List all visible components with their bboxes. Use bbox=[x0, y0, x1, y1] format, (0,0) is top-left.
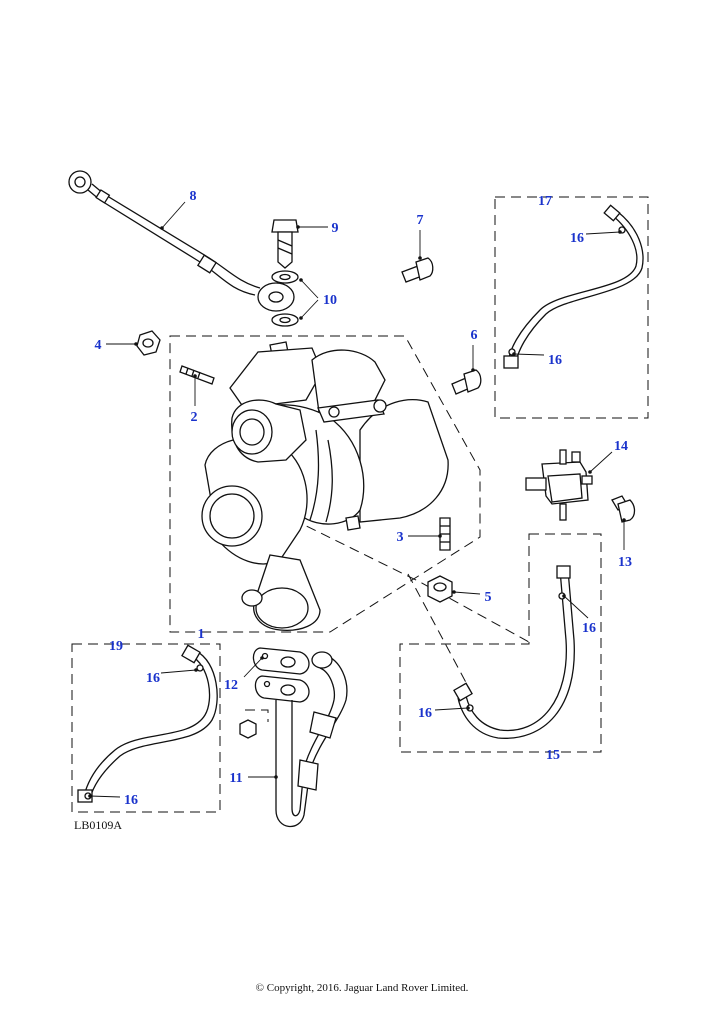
callout-19: 19 bbox=[109, 639, 123, 654]
callout-7: 7 bbox=[417, 213, 424, 228]
callout-5: 5 bbox=[485, 590, 492, 605]
diagram-reference-code: LB0109A bbox=[74, 818, 122, 832]
turbocharger-group-box bbox=[169, 335, 481, 633]
oil-drain-pipe bbox=[275, 651, 348, 828]
callout-14: 14 bbox=[614, 439, 628, 454]
callout-2: 2 bbox=[191, 410, 198, 425]
nut-5 bbox=[427, 575, 453, 603]
callout-16-hose19-bottom: 16 bbox=[124, 793, 138, 808]
banjo-bolt bbox=[271, 219, 299, 269]
callout-3: 3 bbox=[397, 530, 404, 545]
flange-bolt-6 bbox=[451, 369, 482, 395]
flange-bolt-13 bbox=[611, 495, 636, 523]
copyright-notice: © Copyright, 2016. Jaguar Land Rover Lim… bbox=[255, 982, 469, 994]
callout-10: 10 bbox=[323, 293, 337, 308]
callout-13: 13 bbox=[618, 555, 632, 570]
sealing-washers bbox=[271, 270, 299, 327]
vacuum-hose-19 bbox=[77, 644, 218, 803]
callout-15: 15 bbox=[546, 748, 560, 763]
callout-16-hose15-top: 16 bbox=[582, 621, 596, 636]
solenoid-valve bbox=[525, 449, 593, 521]
callout-17: 17 bbox=[538, 194, 552, 209]
callout-9: 9 bbox=[332, 221, 339, 236]
callout-16-hose19-top: 16 bbox=[146, 671, 160, 686]
hose-group-19-box bbox=[71, 643, 221, 813]
vacuum-hose-17 bbox=[503, 204, 644, 369]
callout-4: 4 bbox=[95, 338, 102, 353]
callout-6: 6 bbox=[471, 328, 478, 343]
oil-feed-pipe bbox=[68, 170, 295, 312]
stud-2 bbox=[179, 365, 215, 385]
vacuum-hose-15 bbox=[453, 565, 575, 739]
callout-16-hose17-top: 16 bbox=[570, 231, 584, 246]
leader-lines bbox=[88, 201, 626, 798]
callout-1: 1 bbox=[198, 627, 205, 642]
callout-16-hose17-bottom: 16 bbox=[548, 353, 562, 368]
gaskets bbox=[252, 647, 310, 703]
callout-11: 11 bbox=[229, 771, 242, 786]
small-nut bbox=[239, 719, 257, 739]
nut-4 bbox=[136, 330, 161, 356]
hose-group-15-box bbox=[399, 533, 602, 753]
callout-16-hose15-bottom: 16 bbox=[418, 706, 432, 721]
stud-3 bbox=[439, 517, 451, 551]
hose-group-17-box bbox=[494, 196, 649, 419]
turbocharger bbox=[201, 341, 449, 631]
flange-bolt-7 bbox=[401, 257, 434, 283]
callout-8: 8 bbox=[190, 189, 197, 204]
callout-12: 12 bbox=[224, 678, 238, 693]
